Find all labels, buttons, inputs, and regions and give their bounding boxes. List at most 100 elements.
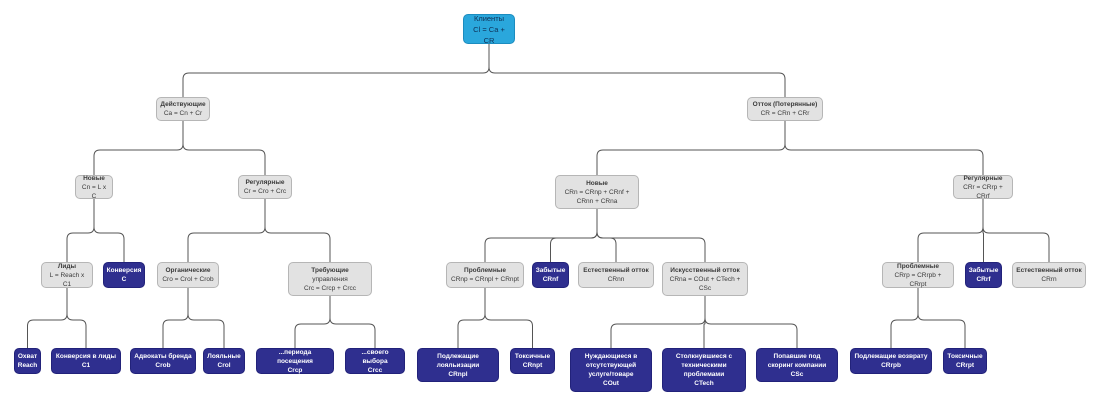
connector-regular-managed: [264, 199, 331, 262]
node-crna-line: CSc: [698, 284, 712, 292]
node-crnn-line: Естественный отток: [583, 267, 649, 274]
node-ctech-line: техническими: [681, 362, 727, 369]
node-crna-line: CRna = COut + CTech +: [669, 275, 741, 283]
node-conv_c1-line: C1: [81, 362, 91, 369]
node-organic-line: Органические: [165, 267, 211, 274]
node-regular-line: Регулярные: [245, 179, 285, 186]
node-active-line: Ca = Cn + Cr: [163, 110, 203, 117]
node-crrf-line: Забытые: [968, 267, 999, 274]
node-crrpt-line: CRrpt: [955, 362, 975, 369]
node-crnpt-line: Токсичные: [514, 353, 551, 360]
connector-crnp-crnpt: [484, 288, 533, 348]
node-crrp-line: CRrp = CRrpb + CRrpt: [894, 271, 942, 288]
node-churn: Отток (Потерянные) CR = CRn + CRr: [747, 97, 823, 121]
connector-crrp-crrpb: [890, 288, 919, 348]
connector-crna-csc: [704, 296, 798, 348]
node-crrpt-line: Токсичные: [947, 353, 983, 360]
node-crrpb-line: CRrpb: [881, 362, 901, 369]
connector-root-active: [182, 44, 490, 97]
connector-new-conv_c: [93, 199, 125, 262]
node-new-line: Новые: [83, 174, 105, 182]
node-managed-line: Crc = Crcp + Crcc: [303, 284, 356, 292]
node-managed-line: управления: [312, 275, 348, 283]
connector-crn-crnn: [596, 209, 617, 262]
node-conv_c-line: C: [121, 276, 127, 283]
node-crrp-line: Проблемные: [897, 262, 939, 270]
connector-crn-crnf: [550, 209, 598, 262]
node-root-line: Cl = Ca + CR: [473, 24, 505, 45]
node-crol-line: Лояльные: [207, 353, 241, 360]
connector-new-leads: [66, 199, 95, 262]
node-reach-line: Охват: [17, 353, 38, 360]
node-crna-line: Искусственный отток: [670, 266, 740, 274]
node-churn-line: CR = CRn + CRr: [760, 110, 810, 117]
node-managed-line: Требующие: [311, 266, 349, 274]
connector-regular-organic: [187, 199, 266, 262]
connector-churn-crr: [784, 121, 984, 175]
node-crob-line: Crob: [155, 362, 171, 369]
node-regular-line: Cr = Cro + Crc: [243, 188, 287, 195]
connector-leads-reach: [27, 288, 68, 348]
connector-churn-crn: [596, 121, 786, 175]
node-crol-line: Crol: [217, 362, 231, 369]
node-cout-line: отсутствующей: [585, 362, 637, 369]
node-conv_c-line: Конверсия: [106, 267, 142, 274]
node-leads-line: L = Reach x C1: [49, 271, 85, 288]
connector-leads-conv_c1: [66, 288, 87, 348]
node-crnf-line: Забытые: [535, 267, 566, 274]
connector-managed-crcp: [294, 296, 331, 348]
connector-crn-crna: [596, 209, 706, 262]
node-crnpt-line: CRnpt: [522, 362, 543, 369]
connector-root-churn: [488, 44, 786, 97]
node-crrpb-line: Подлежащие возврату: [854, 353, 928, 360]
connector-crn-crnp: [484, 209, 598, 262]
node-crcp-line: ...периода посещения: [277, 348, 313, 365]
node-conv_c1-line: Конверсия в лиды: [55, 353, 117, 360]
node-churn-line: Отток (Потерянные): [752, 101, 818, 108]
connector-crr-crrp: [917, 199, 984, 262]
connector-crr-crrf: [982, 199, 984, 262]
connector-active-regular: [182, 121, 266, 175]
node-cout-line: COut: [603, 380, 619, 387]
node-reach-line: Reach: [17, 362, 38, 369]
connector-crna-cout: [610, 296, 706, 348]
connector-crrp-crrpt: [917, 288, 966, 348]
node-active: Действующие Ca = Cn + Cr: [156, 97, 210, 121]
node-crcc-line: Crcc: [367, 366, 383, 374]
node-root-line: Клиенты: [473, 13, 505, 23]
node-csc-line: скоринг компании: [767, 361, 827, 369]
node-organic-line: Cro = Crol + Crob: [162, 276, 214, 283]
node-crn-line: CRnn + CRna: [576, 197, 618, 205]
connector-active-new: [93, 121, 184, 175]
connector-crna-ctech: [703, 296, 706, 348]
node-ctech-line: CTech: [694, 380, 714, 387]
node-csc-line: CSc: [790, 370, 804, 378]
node-crnpl-line: Подлежащие: [437, 352, 479, 360]
node-active-line: Действующие: [160, 101, 206, 108]
